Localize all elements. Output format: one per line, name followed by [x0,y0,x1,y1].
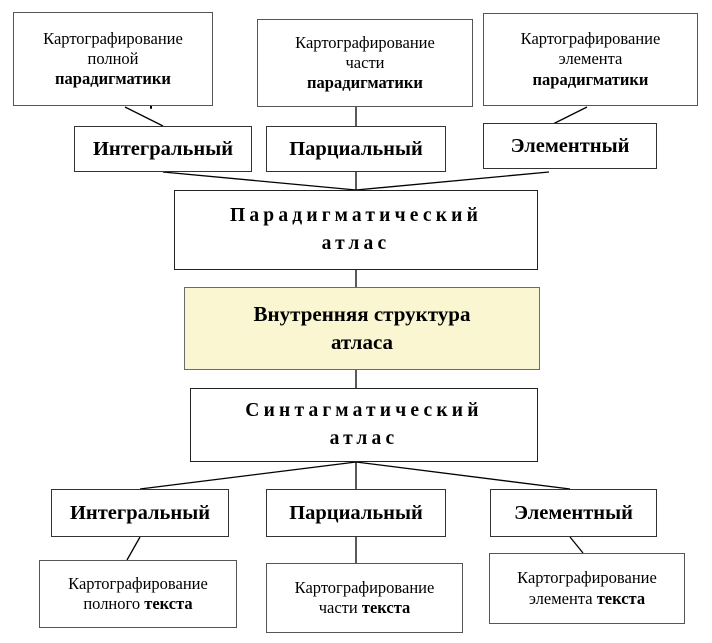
conn-integral-to-textfull [126,536,141,561]
node-type-elemental-top: Элементный [483,123,657,169]
node-type-elemental-bottom-label: Элементный [514,501,633,524]
conn-integral-to-paradig [162,171,357,191]
node-type-partial-top: Парциальный [266,126,446,172]
node-type-partial-top-label: Парциальный [289,137,423,160]
conn-topleft-diag [124,106,164,127]
node-type-elemental-bottom: Элементный [490,489,657,537]
conn-syntag-to-integral [139,461,357,490]
node-type-integral-bottom: Интегральный [51,489,229,537]
conn-syntag-to-elemental [355,461,571,490]
conn-elemental-to-textelement [569,536,584,554]
node-type-integral-bottom-label: Интегральный [69,501,211,524]
node-type-partial-bottom: Парциальный [266,489,446,537]
node-type-elemental-top-label: Элементный [510,134,630,157]
node-type-integral-top-label: Интегральный [92,137,234,160]
node-type-integral-top: Интегральный [74,126,252,172]
node-type-partial-bottom-label: Парциальный [289,501,423,524]
conn-elemental-to-paradig [355,171,550,191]
